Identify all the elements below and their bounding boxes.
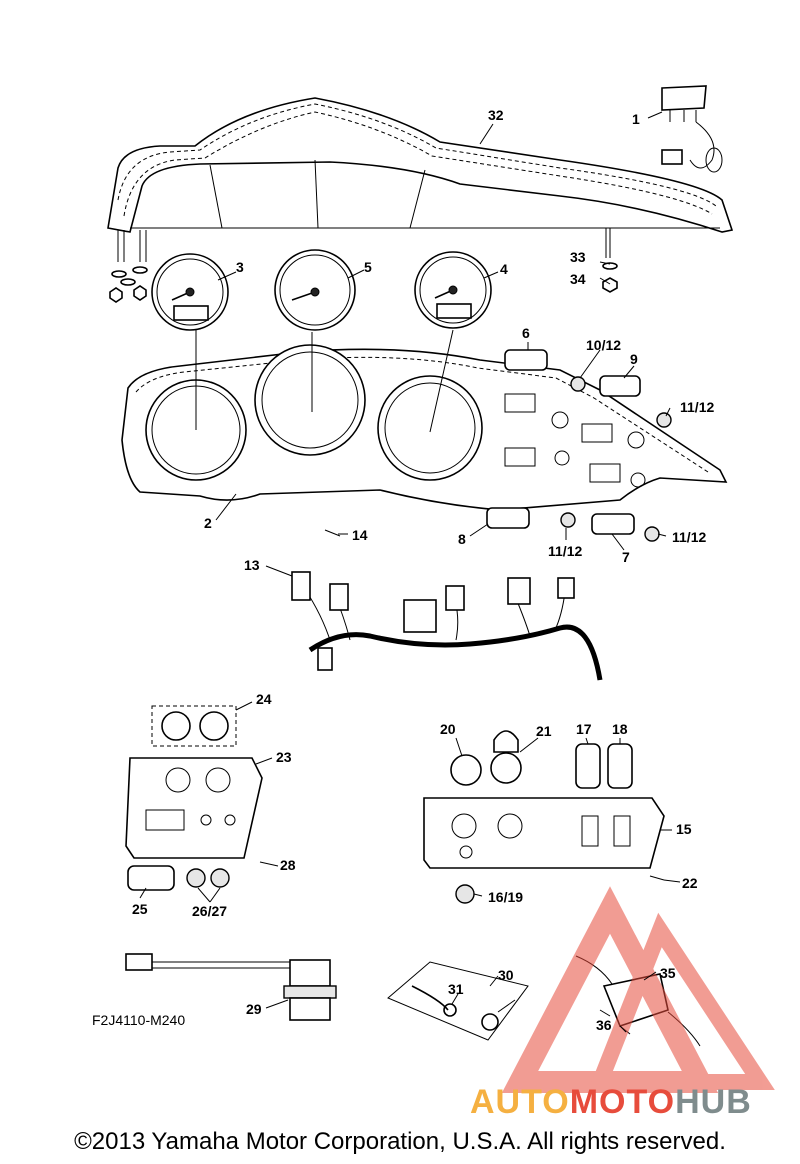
sensor-part-1 [661,85,723,173]
callout-28: 28 [280,857,296,873]
callout-25: 25 [132,901,148,917]
callout-9: 9 [630,351,638,367]
callout-18: 18 [612,721,628,737]
callout-3: 3 [236,259,244,275]
diagram-code: F2J4110-M240 [92,1012,185,1028]
callout-17: 17 [576,721,592,737]
watermark-moto: MOTO [570,1083,675,1121]
gauge-part-4 [414,251,492,329]
callout-21: 21 [536,723,552,739]
copyright-notice: ©2013 Yamaha Motor Corporation, U.S.A. A… [74,1128,726,1155]
callout-2: 2 [204,515,212,531]
dash-cover-part-32 [107,97,734,262]
callout-32: 32 [488,107,504,123]
leader-lines [139,111,681,1033]
switch-panel-part-15 [423,730,665,904]
callout-34: 34 [570,271,586,287]
watermark-triangle [501,886,775,1093]
watermark-hub: HUB [675,1083,752,1121]
speedometer-gauge-part-5 [274,249,356,331]
callout-11-12-mid: 11/12 [548,543,582,559]
callout-11-12-right: 11/12 [672,529,706,545]
callout-36: 36 [596,1017,612,1033]
callout-15: 15 [676,821,692,837]
callout-11-12-top: 11/12 [680,399,714,415]
callout-10-12: 10/12 [586,337,621,353]
key-switch-part-30 [387,961,529,1041]
callout-33: 33 [570,249,586,265]
callout-1: 1 [632,111,640,127]
callout-14: 14 [352,527,368,543]
callout-35: 35 [660,965,676,981]
callout-23: 23 [276,749,292,765]
callout-26-27: 26/27 [192,903,227,919]
sensor-cable-part-29 [125,953,337,1021]
callout-5: 5 [364,259,372,275]
callout-8: 8 [458,531,466,547]
callout-13: 13 [244,557,260,573]
callout-20: 20 [440,721,456,737]
callout-29: 29 [246,1001,262,1017]
switches-and-grommets [324,349,672,542]
callout-30: 30 [498,967,514,983]
switch-panel-part-23 [125,705,263,891]
wire-harness-part-13 [291,571,603,681]
callout-6: 6 [522,325,530,341]
callout-7: 7 [622,549,630,565]
callout-31: 31 [448,981,464,997]
callout-16-19: 16/19 [488,889,523,905]
watermark-auto: AUTO [470,1083,570,1121]
watermark-logo: AUTOMOTOHUB [470,1083,752,1121]
tachometer-gauge-part-3 [151,253,229,331]
callout-22: 22 [682,875,698,891]
callout-4: 4 [500,261,508,277]
callout-24: 24 [256,691,272,707]
callout-labels: 1 32 3 5 4 33 34 6 10/12 9 11/12 2 14 8 … [92,107,714,1033]
